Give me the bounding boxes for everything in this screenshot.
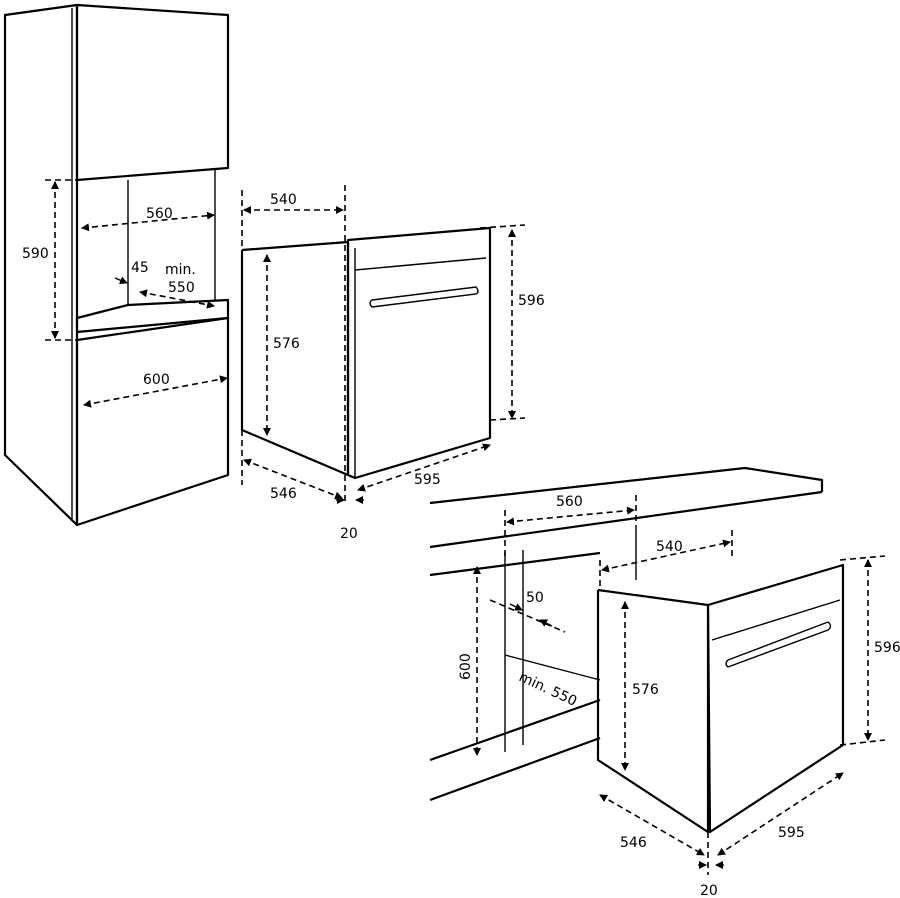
label-20: 20 xyxy=(340,526,358,542)
label-595: 595 xyxy=(414,472,441,488)
countertop-front xyxy=(429,490,823,549)
cabinet-side-panel xyxy=(3,3,79,527)
label-596: 596 xyxy=(518,293,545,309)
upper-cabinet-front xyxy=(75,3,230,182)
door-handle-2 xyxy=(725,621,832,668)
dim-595 xyxy=(357,443,491,492)
under-counter-installation: 560 540 50 600 min. 550 576 596 546 595 … xyxy=(429,466,900,898)
label-590: 590 xyxy=(22,246,49,262)
lower-cabinet-front xyxy=(75,316,230,527)
label-45: 45 xyxy=(131,260,149,276)
oven-body-2 xyxy=(596,588,710,834)
dim-560-b xyxy=(506,506,635,526)
label-576: 576 xyxy=(273,336,300,352)
door-top-line xyxy=(354,257,487,271)
label-550: 550 xyxy=(168,280,195,296)
dim-45 xyxy=(114,276,128,284)
countertop-top xyxy=(429,466,824,505)
label-min-550-b: min. 550 xyxy=(516,669,579,710)
dim-560 xyxy=(81,211,215,232)
label-546-b: 546 xyxy=(620,835,647,851)
tall-cabinet: 590 560 45 min. 550 600 xyxy=(3,3,230,527)
door-top-line-2 xyxy=(711,599,841,641)
label-600-b: 600 xyxy=(458,653,474,680)
label-20-b: 20 xyxy=(700,883,718,898)
label-560: 560 xyxy=(146,206,173,222)
label-50: 50 xyxy=(526,590,544,606)
label-595-b: 595 xyxy=(778,825,805,841)
label-596-b: 596 xyxy=(874,640,900,656)
dim-595-b xyxy=(717,772,844,856)
door-handle xyxy=(369,286,479,308)
dim-546-b xyxy=(599,794,705,856)
oven-body xyxy=(240,240,350,477)
oven-dimensions: 540 576 596 546 595 20 xyxy=(240,185,545,542)
label-540: 540 xyxy=(270,192,297,208)
label-576-b: 576 xyxy=(632,682,659,698)
dim-540-b xyxy=(601,539,731,573)
niche-shelf xyxy=(75,298,230,334)
dim-min-550 xyxy=(139,289,215,309)
label-min: min. xyxy=(165,262,196,278)
dim-600 xyxy=(83,375,228,408)
label-560-b: 560 xyxy=(556,494,583,510)
plinth-line xyxy=(429,736,601,802)
label-540-b: 540 xyxy=(656,539,683,555)
countertop-underside xyxy=(429,551,601,577)
dim-546 xyxy=(243,458,343,500)
label-600: 600 xyxy=(143,372,170,388)
oven-front xyxy=(346,226,492,480)
dim-50 xyxy=(489,599,566,633)
floor-line xyxy=(429,698,601,762)
label-546: 546 xyxy=(270,486,297,502)
